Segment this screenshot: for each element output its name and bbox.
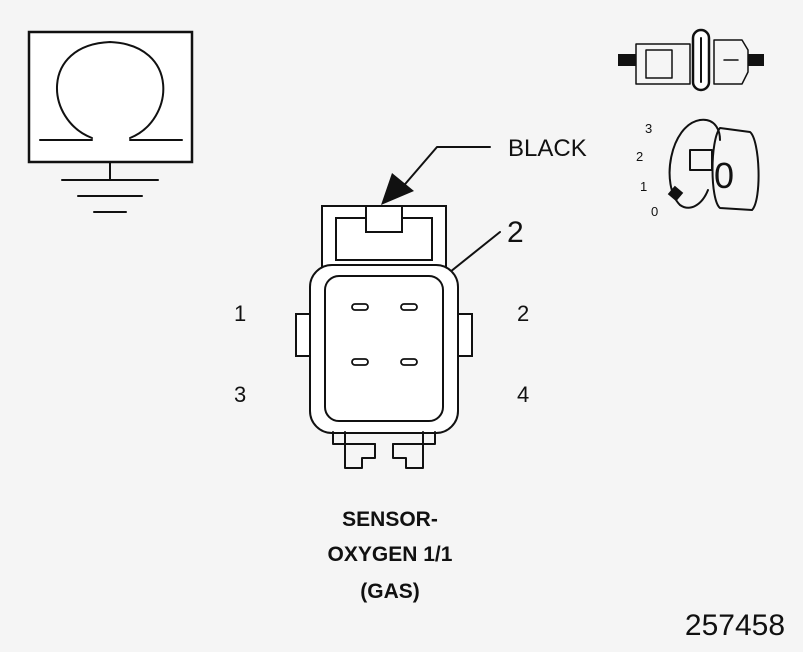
oxygen-sensor-connector [295,205,473,469]
ground-icon [61,161,159,213]
terminal-2 [400,303,418,311]
caption-line-3: (GAS) [360,580,420,603]
key-position-1: 1 [640,179,647,194]
pin-label-3: 3 [234,382,246,407]
key-selected-position: 0 [714,155,734,196]
caption-line-2: OXYGEN 1/1 [328,543,453,566]
terminal-1 [351,303,369,311]
figure-number: 257458 [685,609,785,642]
disconnect-connector-icon [618,28,764,92]
key-position-0: 0 [651,204,658,219]
ignition-key-icon: 0 3 2 1 0 [636,118,760,219]
pin-label-2: 2 [517,301,529,326]
caption-line-1: SENSOR- [342,508,438,531]
terminal-3 [351,358,369,366]
key-position-2: 2 [636,149,643,164]
terminal-4 [400,358,418,366]
pin-label-4: 4 [517,382,529,407]
pin-label-1: 1 [234,301,246,326]
wire-color-callout: BLACK [381,135,587,205]
ohmmeter-icon [27,30,194,164]
key-position-3: 3 [645,121,652,136]
callout-pin-number: 2 [507,216,524,249]
wire-color-label: BLACK [508,135,587,162]
